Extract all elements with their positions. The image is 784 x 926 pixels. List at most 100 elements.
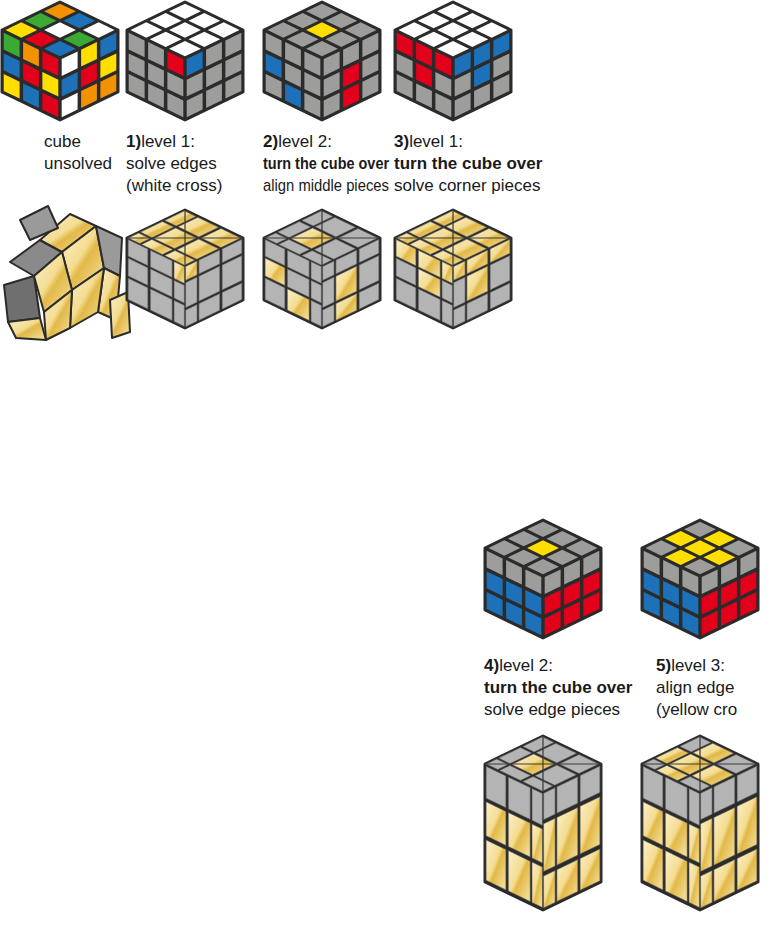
sticker — [169, 22, 201, 37]
cube-body — [264, 210, 380, 328]
mirror-piece — [580, 797, 600, 854]
sticker — [169, 4, 201, 19]
cube-body — [2, 2, 118, 120]
caption-line: turn the cube over — [263, 153, 389, 174]
sticker — [416, 83, 432, 108]
caption-text: solve edge pieces — [484, 700, 620, 719]
mirror-piece — [311, 262, 321, 284]
sticker — [704, 531, 736, 546]
sticker — [455, 72, 471, 97]
mirror-piece — [714, 807, 735, 865]
sticker — [169, 41, 201, 56]
caption-text: align edge — [656, 678, 734, 697]
mirror-piece — [287, 289, 309, 321]
sticker — [663, 560, 679, 585]
mirror-piece — [532, 788, 542, 825]
mirror-piece — [665, 813, 687, 858]
sticker — [644, 551, 660, 576]
sticker — [416, 42, 432, 67]
caption-text: (white cross) — [126, 176, 222, 195]
sticker — [721, 601, 737, 626]
sticker — [266, 74, 282, 99]
mirror-piece — [454, 277, 466, 308]
mirror-piece — [311, 280, 321, 303]
sticker — [583, 571, 599, 596]
sticker — [167, 51, 183, 76]
mirror-piece — [199, 294, 220, 321]
sticker — [489, 540, 521, 555]
mirror-piece — [580, 849, 600, 890]
sticker — [684, 559, 716, 574]
sticker — [4, 74, 20, 99]
mirror-piece — [150, 289, 172, 321]
sticker — [285, 83, 301, 108]
mirror-piece — [714, 860, 735, 902]
caption-line: (white cross) — [126, 175, 222, 196]
sticker — [721, 560, 737, 585]
mirror-cut-line — [485, 763, 601, 764]
step-label: 5) — [656, 656, 671, 675]
sticker — [435, 72, 451, 97]
sticker — [566, 540, 598, 555]
sticker — [362, 53, 378, 78]
caption-text: level 1: — [409, 132, 463, 151]
mirror-piece — [454, 261, 466, 281]
cube-body — [127, 2, 243, 120]
mirror-piece — [323, 261, 335, 281]
sticker — [306, 41, 338, 56]
step-label: turn the cube over — [484, 678, 632, 697]
caption-line: 5)level 3: — [656, 655, 725, 676]
sticker — [206, 63, 222, 88]
mirror-piece — [544, 788, 556, 820]
caption-text: level 3: — [671, 656, 725, 675]
sticker — [437, 22, 469, 37]
caption-line: unsolved — [44, 153, 112, 174]
sticker — [23, 83, 39, 108]
mirror-piece — [701, 818, 713, 871]
sticker — [474, 83, 490, 108]
step-label: turn the cube over — [263, 154, 389, 173]
sticker — [740, 571, 756, 596]
caption-text: solve corner pieces — [394, 176, 540, 195]
sticker — [324, 51, 340, 76]
sticker — [206, 42, 222, 67]
sticker — [493, 74, 509, 99]
sticker — [476, 22, 508, 37]
sticker — [684, 540, 716, 555]
sticker — [508, 550, 540, 565]
sticker — [397, 74, 413, 99]
sticker — [416, 63, 432, 88]
sticker — [437, 41, 469, 56]
mirror-piece — [174, 262, 184, 284]
mirror-piece — [701, 788, 713, 820]
caption-text: level 2: — [278, 132, 332, 151]
sticker — [148, 42, 164, 67]
caption-text: level 1: — [141, 132, 195, 151]
step-label: 1) — [126, 132, 141, 151]
mirror-piece — [418, 289, 440, 321]
sticker — [25, 32, 57, 47]
sticker — [547, 550, 579, 565]
mirror-cube — [264, 210, 380, 328]
sticker — [474, 63, 490, 88]
sticker — [266, 53, 282, 78]
mirror-piece — [544, 871, 556, 908]
sticker — [167, 93, 183, 118]
sticker — [527, 559, 559, 574]
sticker — [285, 42, 301, 67]
sticker — [64, 32, 96, 47]
mirror-piece — [442, 262, 452, 284]
sticker — [304, 51, 320, 76]
sticker — [306, 4, 338, 19]
mirror-piece — [532, 862, 542, 907]
sticker — [42, 72, 58, 97]
sticker — [187, 51, 203, 76]
sticker — [131, 22, 163, 37]
mirror-piece — [186, 305, 198, 327]
sticker — [343, 83, 359, 108]
mirror-piece — [689, 862, 699, 907]
mirror-piece — [580, 766, 600, 802]
sticker — [324, 72, 340, 97]
sticker — [457, 13, 489, 28]
